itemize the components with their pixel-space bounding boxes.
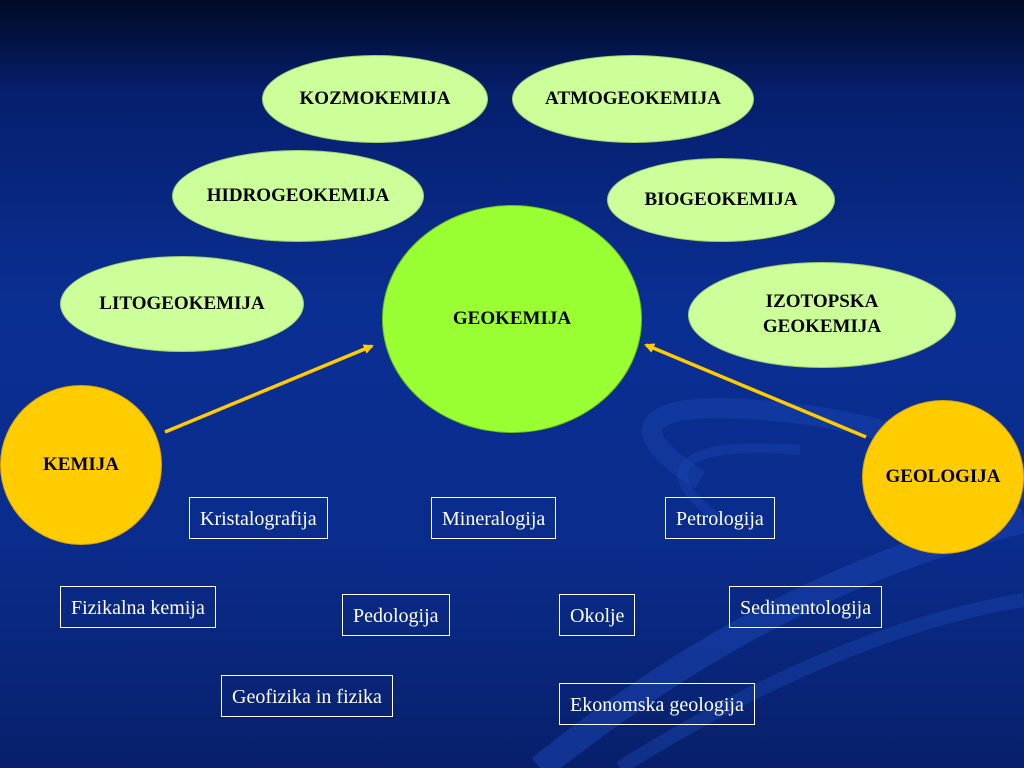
sedimentologija-label: Sedimentologija: [740, 597, 872, 619]
kemija-circle: KEMIJA: [0, 385, 162, 545]
hidrogeokemija-label: HIDROGEOKEMIJA: [206, 184, 390, 206]
okolje-label: Okolje: [570, 605, 625, 627]
pedologija-box: Pedologija: [342, 594, 450, 636]
geokemija-circle: GEOKEMIJA: [382, 205, 642, 433]
geokemija-label: GEOKEMIJA: [452, 308, 572, 329]
geologija-label: GEOLOGIJA: [885, 466, 1001, 487]
biogeokemija-ellipse: BIOGEOKEMIJA: [607, 158, 835, 242]
hidrogeokemija-ellipse: HIDROGEOKEMIJA: [172, 150, 424, 242]
kristalografija-label: Kristalografija: [200, 508, 317, 530]
petrologija-label: Petrologija: [676, 508, 764, 530]
kristalografija-box: Kristalografija: [189, 497, 328, 539]
litogeokemija-label: LITOGEOKEMIJA: [99, 292, 265, 314]
izotopska-geokemija-ellipse: IZOTOPSKA GEOKEMIJA: [688, 262, 956, 368]
biogeokemija-label: BIOGEOKEMIJA: [644, 188, 798, 210]
ekonomska-geologija-label: Ekonomska geologija: [570, 694, 744, 716]
sedimentologija-box: Sedimentologija: [729, 586, 883, 628]
litogeokemija-ellipse: LITOGEOKEMIJA: [60, 256, 304, 352]
geofizika-box: Geofizika in fizika: [221, 675, 393, 717]
okolje-box: Okolje: [559, 594, 636, 636]
kozmokemija-label: KOZMOKEMIJA: [299, 87, 451, 109]
atmogeokemija-label: ATMOGEOKEMIJA: [545, 87, 721, 109]
kemija-label: KEMIJA: [43, 454, 119, 475]
kozmokemija-ellipse: KOZMOKEMIJA: [262, 55, 488, 143]
ekonomska-geologija-box: Ekonomska geologija: [559, 683, 755, 725]
izotopska-geokemija-label: IZOTOPSKA GEOKEMIJA: [762, 291, 882, 337]
fizikalna-kemija-label: Fizikalna kemija: [71, 597, 205, 619]
geologija-circle: GEOLOGIJA: [862, 400, 1024, 554]
geofizika-label: Geofizika in fizika: [232, 686, 382, 708]
mineralogija-label: Mineralogija: [442, 508, 546, 530]
fizikalna-kemija-box: Fizikalna kemija: [60, 586, 216, 628]
mineralogija-box: Mineralogija: [431, 497, 557, 539]
atmogeokemija-ellipse: ATMOGEOKEMIJA: [512, 55, 754, 143]
pedologija-label: Pedologija: [353, 605, 439, 627]
petrologija-box: Petrologija: [665, 497, 775, 539]
